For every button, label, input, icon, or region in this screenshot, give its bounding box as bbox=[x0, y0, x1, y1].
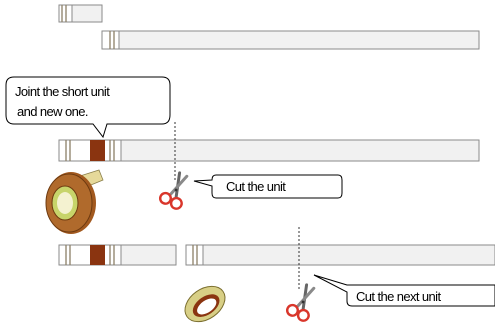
cut-next-unit-callout: Cut the next unit bbox=[313, 274, 495, 307]
tape-ring-icon bbox=[184, 285, 226, 323]
new-unit-strip bbox=[101, 30, 480, 50]
cut-unit-strip bbox=[58, 244, 177, 266]
remaining-unit-strip bbox=[185, 244, 495, 266]
joined-strip bbox=[58, 139, 480, 162]
cut-unit-callout: Cut the unit bbox=[193, 174, 343, 199]
cut-next-unit-callout-text: Cut the next unit bbox=[356, 289, 441, 304]
joint-callout-line2: and new one. bbox=[17, 104, 88, 119]
joint-callout-line1: Joint the short unit bbox=[15, 84, 110, 99]
cut-unit-callout-text: Cut the unit bbox=[226, 179, 286, 194]
scissors-icon bbox=[158, 171, 189, 210]
splice-tape bbox=[90, 245, 105, 265]
splice-tape bbox=[90, 140, 105, 161]
scissors-icon bbox=[285, 283, 316, 322]
short-unit-strip bbox=[58, 4, 103, 23]
joint-callout: Joint the short unit and new one. bbox=[5, 76, 171, 139]
tape-roll-icon bbox=[45, 169, 104, 234]
